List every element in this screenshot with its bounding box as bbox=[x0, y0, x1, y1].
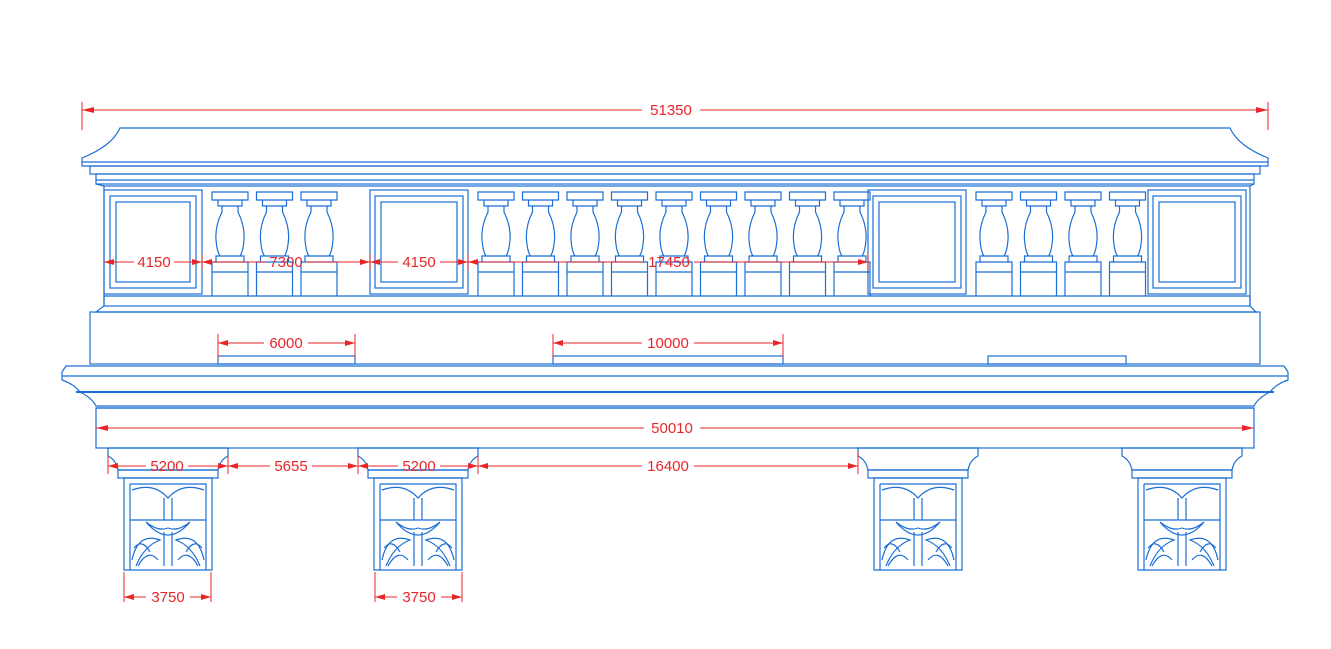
baluster bbox=[975, 191, 1013, 296]
top-coping bbox=[81, 127, 1269, 185]
balusters bbox=[211, 191, 1147, 296]
corbel bbox=[1121, 447, 1243, 571]
panel-left bbox=[103, 189, 203, 295]
baluster bbox=[699, 191, 738, 296]
dim-text-plinth-long: 10000 bbox=[647, 335, 689, 352]
dim-text-bracket-gap-long: 16400 bbox=[647, 458, 689, 475]
dim-text-bracket-a: 5200 bbox=[150, 458, 183, 475]
dim-cornice-length: 50010 bbox=[96, 420, 1254, 437]
dim-text-plinth-short: 6000 bbox=[269, 335, 302, 352]
panel-center-right bbox=[867, 189, 967, 295]
dim-text-width-b: 3750 bbox=[402, 589, 435, 606]
panel-center-left bbox=[369, 189, 469, 295]
baluster bbox=[300, 191, 338, 296]
baluster bbox=[788, 191, 827, 296]
panel-right bbox=[1147, 189, 1247, 295]
dim-plinth-long: 10000 bbox=[552, 334, 784, 358]
dim-text-bracket-gap: 5655 bbox=[274, 458, 307, 475]
baluster bbox=[521, 191, 560, 296]
corbel bbox=[107, 447, 229, 571]
dim-text-bracket-b: 5200 bbox=[402, 458, 435, 475]
dim-plinth-short: 6000 bbox=[217, 334, 356, 358]
baluster bbox=[211, 191, 249, 296]
plinth-wall bbox=[89, 311, 1261, 365]
baluster bbox=[566, 191, 604, 296]
baluster bbox=[255, 191, 294, 296]
dim-baluster-row: 4150 7300 4150 17450 bbox=[104, 254, 869, 271]
baluster bbox=[1019, 191, 1058, 296]
corbel bbox=[857, 447, 979, 571]
dim-text-overall: 51350 bbox=[650, 102, 692, 119]
baluster bbox=[655, 191, 693, 296]
baluster bbox=[744, 191, 782, 296]
dim-bracket-spacing: 5200 5655 5200 16400 bbox=[107, 452, 859, 475]
dim-overall-top: 51350 bbox=[81, 102, 1269, 130]
baluster-band bbox=[94, 183, 1258, 313]
dim-text-run-center: 17450 bbox=[648, 254, 690, 271]
baluster bbox=[477, 191, 515, 296]
dim-bracket-width-a: 3750 bbox=[123, 572, 212, 606]
baluster bbox=[1108, 191, 1147, 296]
corbel bbox=[357, 447, 479, 571]
baluster bbox=[833, 191, 871, 296]
corbels bbox=[107, 447, 1243, 571]
dim-text-run-left: 7300 bbox=[269, 254, 302, 271]
dim-text-width-a: 3750 bbox=[151, 589, 184, 606]
dim-text-panel-left: 4150 bbox=[137, 254, 170, 271]
baluster bbox=[610, 191, 649, 296]
dimension-lines: 51350 4150 7300 4150 17450 6000 bbox=[81, 102, 1269, 606]
baluster bbox=[1064, 191, 1102, 296]
dim-text-cornice: 50010 bbox=[651, 420, 693, 437]
dim-bracket-width-b: 3750 bbox=[374, 572, 463, 606]
dim-text-panel-center: 4150 bbox=[402, 254, 435, 271]
